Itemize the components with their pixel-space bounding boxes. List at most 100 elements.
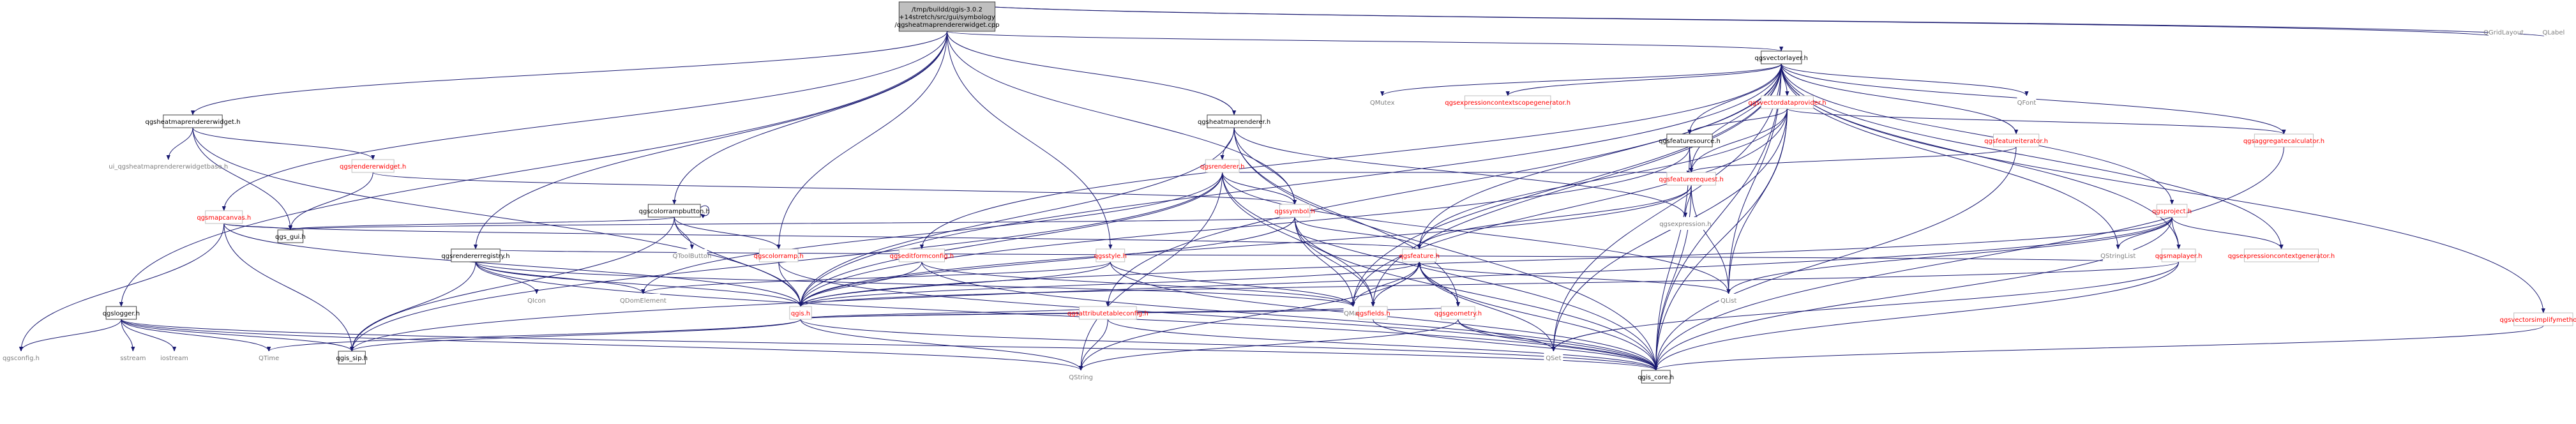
node-label: QSet xyxy=(1546,355,1561,362)
node-label: qgslogger.h xyxy=(103,310,140,317)
node-qgsrendererregistry-h[interactable]: qgsrendererregistry.h xyxy=(441,248,510,262)
node-qgssymbol-h[interactable]: qgssymbol.h xyxy=(1274,204,1315,218)
node-qgsrendererwidget-h[interactable]: qgsrendererwidget.h xyxy=(340,159,406,173)
edge-qgsfeature_h-to-QList xyxy=(1419,261,1731,294)
edge-qgsvectorlayer_h-to-QSet xyxy=(1551,63,1782,352)
edge-root-to-qgssymbol_h xyxy=(947,31,1297,205)
edge-qgsvectordataprovider_h-to-qgsfeaturerequest_h xyxy=(1689,108,1788,173)
node-root[interactable]: /tmp/buildd/qgis-3.0.2+14stretch/src/gui… xyxy=(894,1,1000,32)
edge-qgsvectorlayer_h-to-qgsfields_h xyxy=(1371,63,1782,307)
node-box xyxy=(105,306,137,320)
node-label: qgs_gui.h xyxy=(275,234,306,241)
node-box xyxy=(2543,26,2563,38)
edge-qgsmaplayer_h-to-qgis_h xyxy=(799,261,2180,307)
node-qgsattributetableconfig-h[interactable]: qgsattributetableconfig.h xyxy=(1067,306,1149,320)
node-qgsaggregatecalculator-h[interactable]: qgsaggregatecalculator.h xyxy=(2243,133,2324,148)
node-qgsvectordataprovider-h[interactable]: qgsvectordataprovider.h xyxy=(1748,95,1827,109)
node-qgsmaplayer-h[interactable]: qgsmaplayer.h xyxy=(2155,248,2203,262)
node-qgsvectorlayer-h[interactable]: qgsvectorlayer.h xyxy=(1755,50,1808,64)
node-label: QList xyxy=(1721,298,1736,305)
edge-qgsheatmaprenderer_h-to-qgsrenderer_h xyxy=(1220,127,1235,160)
node-box xyxy=(1719,294,1738,307)
node-box xyxy=(130,160,207,172)
node-qgsfeatureiterator-h[interactable]: qgsfeatureiterator.h xyxy=(1984,133,2048,148)
node-label: qgsvectorsimplifymethod.h xyxy=(2500,317,2576,324)
node-label: qgsfeaturesource.h xyxy=(1659,138,1721,145)
edge-qgsrenderer_h-to-QList xyxy=(1222,172,1731,294)
edge-root-to-qgslogger_h xyxy=(119,31,947,307)
edge-qgsrendererregistry_h-to-qgis_sip_h xyxy=(350,261,476,352)
edge-qgsvectordataprovider_h-to-QMap xyxy=(1351,108,1788,307)
node-qgsmapcanvas-h[interactable]: qgsmapcanvas.h xyxy=(197,210,251,224)
node-label: qgsmapcanvas.h xyxy=(197,215,251,222)
node-box xyxy=(1402,248,1437,262)
node-qgslogger-h[interactable]: qgslogger.h xyxy=(103,306,140,320)
node-qgscolorramp-h[interactable]: qgscolorramp.h xyxy=(754,248,804,262)
node-qgsfields-h[interactable]: qgsfields.h xyxy=(1356,306,1390,320)
node-qgs-gui-h[interactable]: qgs_gui.h xyxy=(275,229,306,243)
edge-qgsrendererregistry_h-to-QIcon xyxy=(475,261,539,294)
node-qgsexpressioncontextgenerator-h[interactable]: qgsexpressioncontextgenerator.h xyxy=(2228,248,2335,262)
node-qgseditformconfig-h[interactable]: qgseditformconfig.h xyxy=(890,248,954,262)
edge-qgsvectorlayer_h-to-qgis_core_h xyxy=(1653,63,1782,371)
node-qgsrenderer-h[interactable]: qgsrenderer.h xyxy=(1200,159,1245,173)
edge-qgsvectorlayer_h-to-QFont xyxy=(1781,63,2029,96)
node-qgsstyle-h[interactable]: qgsstyle.h xyxy=(1094,248,1127,262)
node-qgis-sip-h[interactable]: qgis_sip.h xyxy=(336,351,368,365)
node-box xyxy=(2513,312,2573,326)
node-layer: /tmp/buildd/qgis-3.0.2+14stretch/src/gui… xyxy=(3,1,2576,384)
node-qgsgeometry-h[interactable]: qgsgeometry.h xyxy=(1435,306,1482,320)
node-label: qgsexpressioncontextgenerator.h xyxy=(2228,253,2335,260)
edge-qgsheatmaprenderer_h-to-qgis_core_h xyxy=(1233,127,1658,371)
edge-qgsrenderer_h-to-qgis_core_h xyxy=(1222,172,1658,371)
edge-qgsheatmaprendererwidget_h-to-qgsrendererwidget_h xyxy=(192,127,375,160)
node-label: QStringList xyxy=(2100,253,2135,260)
edge-qgscolorrampbutton_h-to-qgscolorrampbutton_h xyxy=(700,205,709,218)
node-box xyxy=(1358,306,1388,320)
node-box xyxy=(1440,306,1475,320)
edge-qgscolorrampbutton_h-to-qgs_gui_h xyxy=(289,216,675,231)
edge-qgsfeaturerequest_h-to-QList xyxy=(1691,185,1731,294)
edge-qgsproject_h-to-qgis_core_h xyxy=(1653,216,2173,371)
edge-qgsfeaturerequest_h-to-qgis_core_h xyxy=(1653,185,1692,371)
edge-qgsfeature_h-to-qgis_core_h xyxy=(1419,261,1658,371)
node-qgsvectorsimplifymethod-h[interactable]: qgsvectorsimplifymethod.h xyxy=(2500,312,2576,326)
edge-qgsattributetableconfig_h-to-qgis_core_h xyxy=(1107,319,1658,371)
node-label: qgsfeatureiterator.h xyxy=(1984,138,2048,145)
node-qgsheatmaprendererwidget-h[interactable]: qgsheatmaprendererwidget.h xyxy=(145,114,240,128)
edge-root-to-qgsmapcanvas_h xyxy=(222,31,947,211)
edge-qgssymbol_h-to-QMap xyxy=(1294,216,1355,307)
node-qgsheatmaprenderer-h[interactable]: qgsheatmaprenderer.h xyxy=(1198,114,1270,128)
node-qgsproject-h[interactable]: qgsproject.h xyxy=(2152,204,2192,218)
edge-qgsfeature_h-to-QSet xyxy=(1419,261,1556,352)
edge-qgsproject_h-to-QStringList xyxy=(2116,216,2173,250)
node-box xyxy=(1096,248,1126,262)
node-box xyxy=(351,159,395,173)
node-label: QIcon xyxy=(527,298,546,305)
node-qgsfeaturesource-h[interactable]: qgsfeaturesource.h xyxy=(1659,133,1721,148)
edge-qgsfeatureiterator_h-to-qgis_core_h xyxy=(1653,146,2017,371)
edge-qgsfeature_h-to-QMap xyxy=(1351,261,1420,307)
node-qgis-core-h[interactable]: qgis_core.h xyxy=(1638,370,1674,384)
edge-root-to-qgsstyle_h xyxy=(947,31,1113,250)
edge-qgsmapcanvas_h-to-qgsconfig_h xyxy=(19,223,225,352)
edge-qgsvectorlayer_h-to-QMap xyxy=(1351,63,1782,307)
node-qgsfeaturerequest-h[interactable]: qgsfeaturerequest.h xyxy=(1659,172,1724,186)
edge-root-to-qgsrendererregistry_h xyxy=(473,31,947,250)
node-box xyxy=(2102,249,2134,262)
edge-qgsvectorlayer_h-to-qgis_h xyxy=(798,63,1782,307)
node-QTime: QTime xyxy=(259,351,279,364)
edge-root-to-QLabel xyxy=(947,1,2556,39)
node-qgscolorrampbutton-h[interactable]: qgscolorrampbutton.h xyxy=(639,204,710,218)
node-qgsexpression-h: qgsexpression.h xyxy=(1659,217,1712,230)
node-qgsfeature-h[interactable]: qgsfeature.h xyxy=(1399,248,1440,262)
node-box xyxy=(1761,50,1802,64)
node-box xyxy=(451,248,501,262)
node-qgsexpressioncontextscopegenerator-h[interactable]: qgsexpressioncontextscopegenerator.h xyxy=(1445,95,1570,109)
node-box xyxy=(1207,114,1262,128)
edge-qgsproject_h-to-qgsmaplayer_h xyxy=(2171,216,2181,250)
edge-qgsfeatureiterator_h-to-qgsfeaturerequest_h xyxy=(1689,146,2017,173)
node-label: qgsproject.h xyxy=(2152,208,2192,215)
node-qgis-h[interactable]: qgis.h xyxy=(789,306,812,320)
edge-qgsrendererregistry_h-to-QDomElement xyxy=(475,261,645,294)
